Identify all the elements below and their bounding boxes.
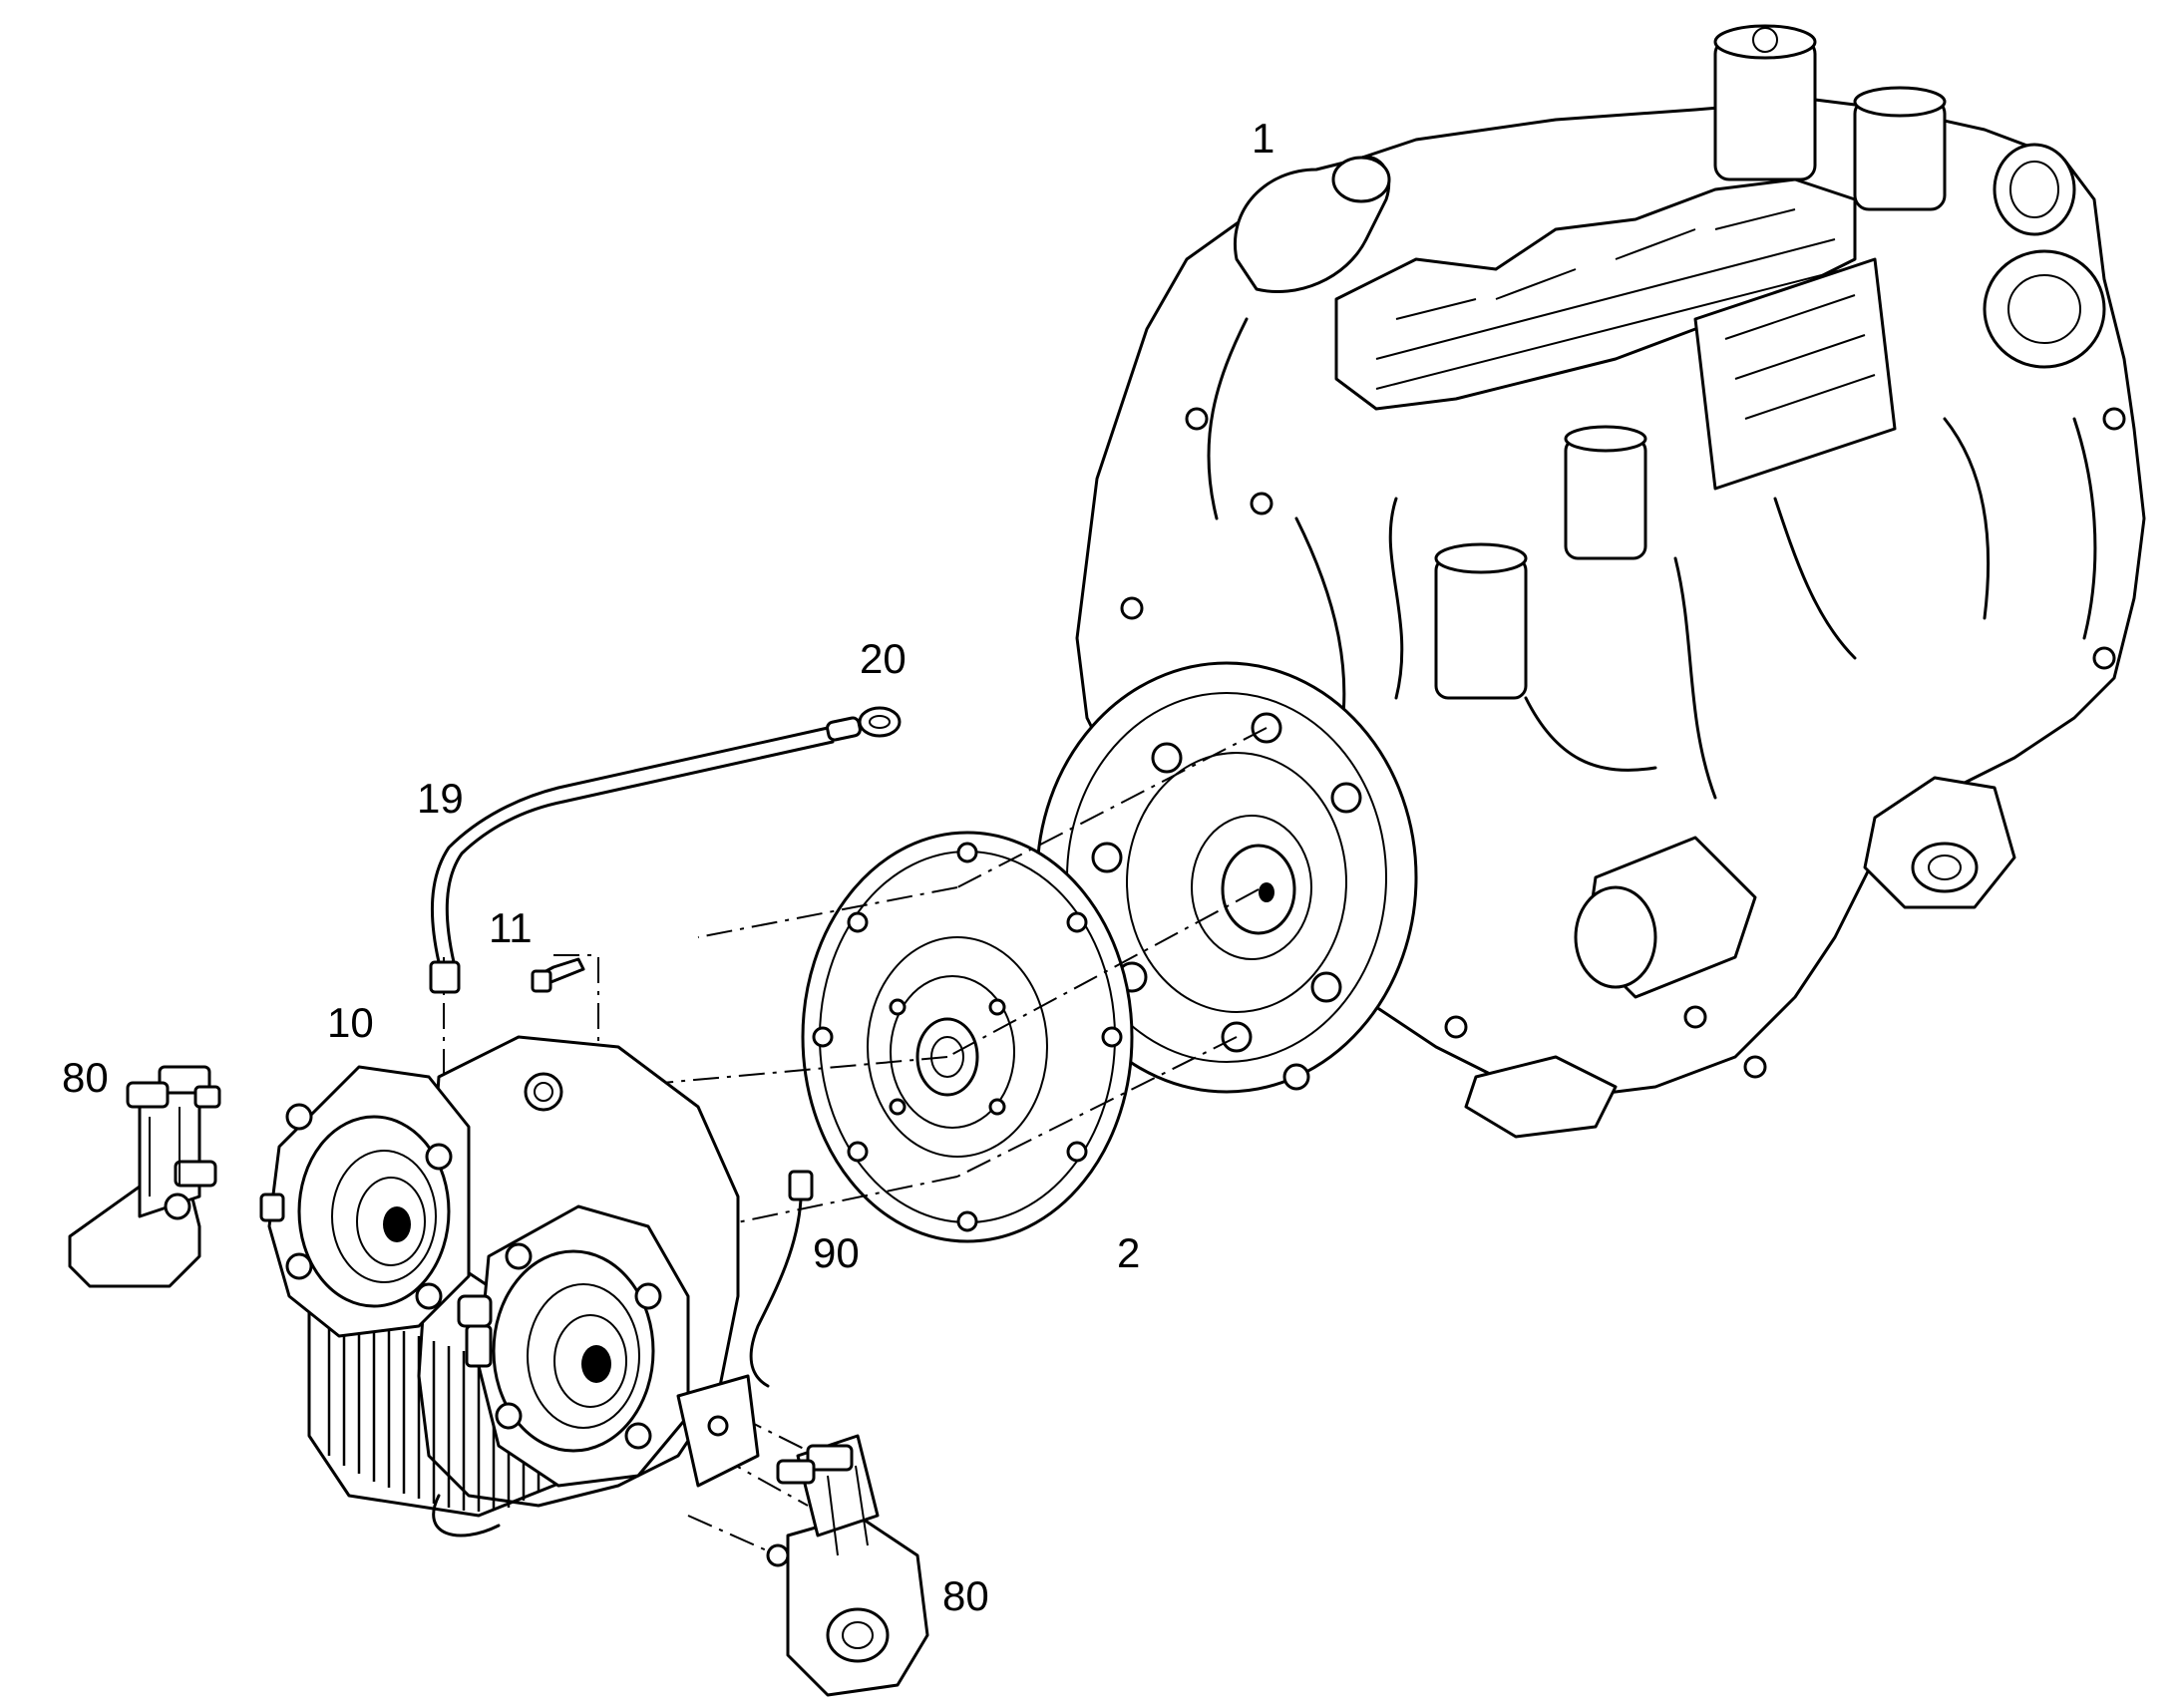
callout-mount-right: 80 — [942, 1572, 989, 1619]
cable — [556, 706, 902, 804]
mount-bracket-left — [68, 1065, 221, 1288]
callout-flywheel: 2 — [1117, 1229, 1141, 1276]
callout-cable: 20 — [860, 635, 907, 682]
mount-bracket-right — [766, 1434, 929, 1697]
engine-flywheel-housing — [1035, 661, 1418, 1094]
pump-housing — [259, 1035, 760, 1537]
hose — [429, 786, 565, 994]
flywheel — [801, 831, 1134, 1243]
callout-hose: 19 — [417, 775, 464, 822]
callout-sensor: 90 — [813, 1229, 860, 1276]
bolt — [531, 957, 585, 993]
sensor — [749, 1170, 814, 1388]
callout-mount-left: 80 — [62, 1054, 109, 1101]
callout-bolt: 11 — [489, 904, 533, 951]
callout-engine: 1 — [1252, 115, 1275, 162]
callout-pump-housing: 10 — [327, 999, 374, 1046]
engine-lower-details — [1444, 1015, 1767, 1139]
